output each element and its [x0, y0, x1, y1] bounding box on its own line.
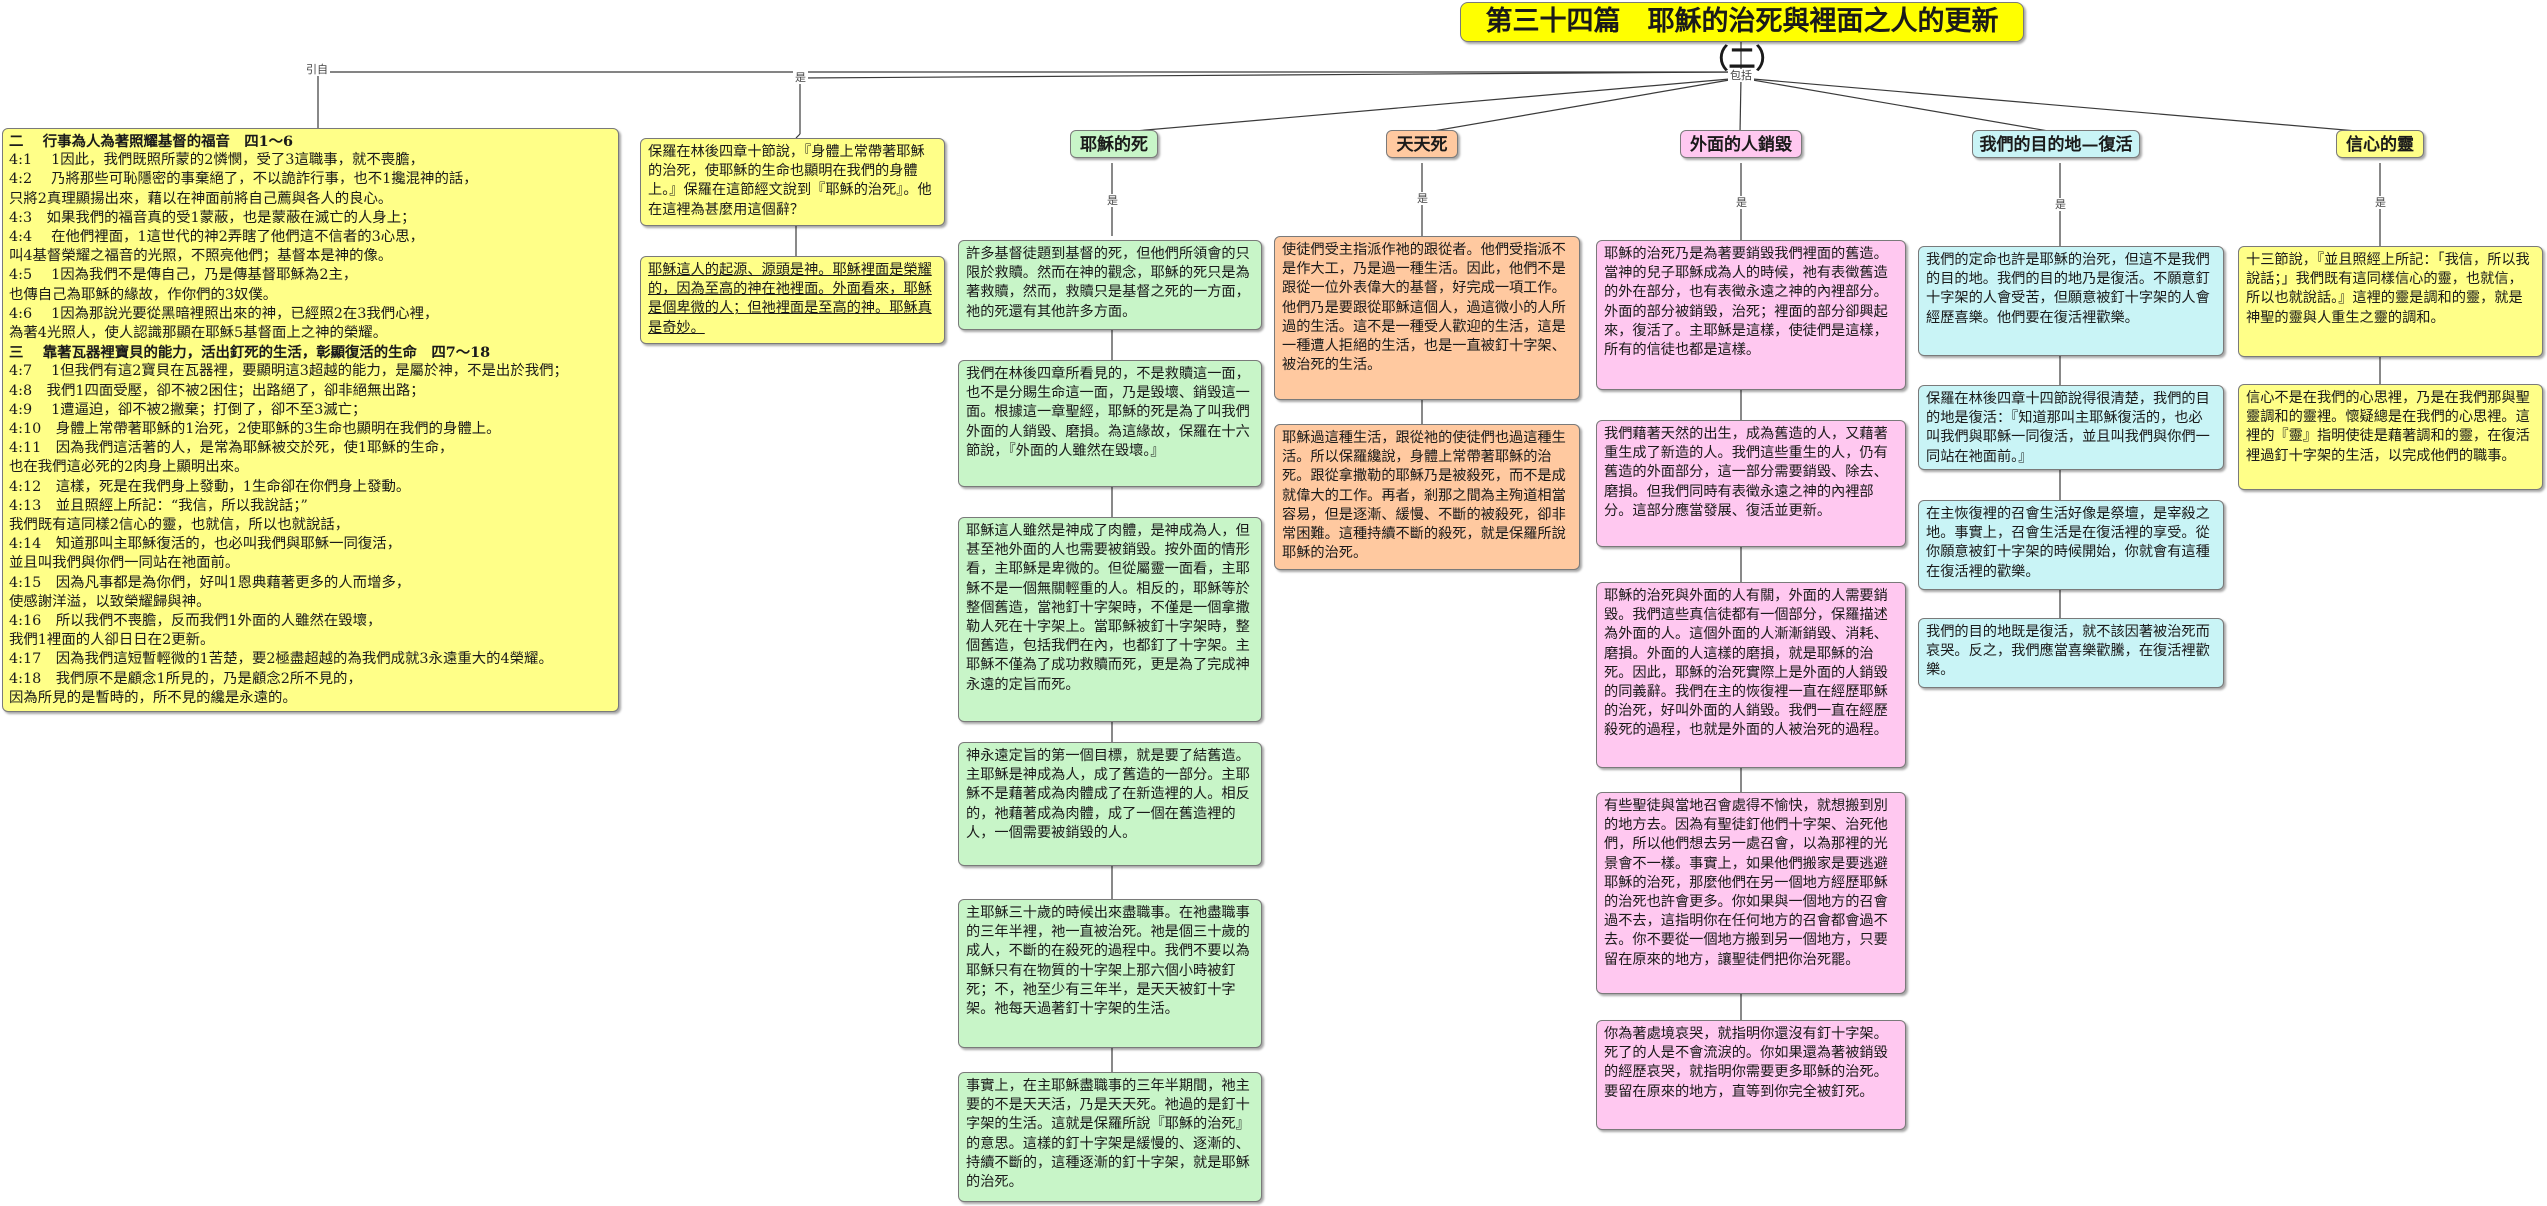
outer-note-4-text: 有些聖徒與當地召會處得不愉快，就想搬到別的地方去。因為有聖徒釘他們十字架、治死他…: [1604, 798, 1888, 968]
death-note-5[interactable]: 主耶穌三十歲的時候出來盡職事。在祂盡職事的三年半裡，祂一直被治死。祂是個三十歲的…: [958, 899, 1262, 1048]
faith-note-2-text: 信心不是在我們的心思裡，乃是在我們那與聖靈調和的靈裡。懷疑總是在我們的心思裡。這…: [2246, 390, 2530, 464]
resurrection-note-4-text: 我們的目的地既是復活，就不該因著被治死而哀哭。反之，我們應當喜樂歡騰，在復活裡歡…: [1926, 624, 2210, 679]
outer-note-5-text: 你為著處境哀哭，就指明你還沒有釘十字架。死了的人是不會流淚的。你如果還為著被銷毀…: [1604, 1026, 1888, 1100]
scripture-line: 4:12 這樣，死是在我們身上發動，1生命卻在你們身上發動。: [9, 478, 411, 495]
scripture-line: 4:8 我們1四面受壓，卻不被2困住；出路絕了，卻非絕無出路；: [9, 382, 425, 399]
scripture-line: 4:10 身體上常帶著耶穌的1治死，2使耶穌的3生命也顯明在我們的身體上。: [9, 421, 501, 438]
death-note-1-text: 許多基督徒題到基督的死，但他們所領會的只限於救贖。然而在神的觀念，耶穌的死只是為…: [966, 246, 1250, 320]
scripture-line: 因為所見的是暫時的，所不見的纔是永遠的。: [9, 689, 297, 706]
faith-note-1[interactable]: 十三節說，『並且照經上所記：「我信，所以我說話；」我們既有這同樣信心的靈，也就信…: [2238, 246, 2543, 357]
scripture-line: 4:3 如果我們的福音真的受1蒙蔽，也是蒙蔽在滅亡的人身上；: [9, 209, 416, 226]
outer-note-3-text: 耶穌的治死與外面的人有關，外面的人需要銷毀。我們這些真信徒都有一個部分，保羅描述…: [1604, 588, 1888, 739]
faith-note-2[interactable]: 信心不是在我們的心思裡，乃是在我們那與聖靈調和的靈裡。懷疑總是在我們的心思裡。這…: [2238, 384, 2543, 490]
scripture-line: 使感謝洋溢，以致榮耀歸與神。: [9, 593, 211, 610]
outer-note-3[interactable]: 耶穌的治死與外面的人有關，外面的人需要銷毀。我們這些真信徒都有一個部分，保羅描述…: [1596, 582, 1906, 768]
resurrection-note-1-text: 我們的定命也許是耶穌的治死，但這不是我們的目的地。我們的目的地乃是復活。不願意釘…: [1926, 252, 2210, 326]
death-note-4[interactable]: 神永遠定旨的第一個目標，就是要了結舊造。主耶穌是神成為人，成了舊造的一部分。主耶…: [958, 742, 1262, 866]
scripture-line: 4:2 乃將那些可恥隱密的事棄絕了，不以詭詐行事，也不1攙混神的話，: [9, 171, 478, 188]
death-note-2[interactable]: 我們在林後四章所看見的，不是救贖這一面，也不是分賜生命這一面，乃是毀壞、銷毀這一…: [958, 360, 1262, 487]
relation-label-is-daily: 是: [1415, 192, 1430, 205]
outer-note-5[interactable]: 你為著處境哀哭，就指明你還沒有釘十字架。死了的人是不會流淚的。你如果還為著被銷毀…: [1596, 1020, 1906, 1130]
outer-note-1-text: 耶穌的治死乃是為著要銷毀我們裡面的舊造。當神的兒子耶穌成為人的時候，祂有表徵舊造…: [1604, 246, 1888, 359]
scripture-line: 4:16 所以我們不喪膽，反而我們1外面的人雖然在毀壞，: [9, 613, 382, 630]
intro-question-node[interactable]: 保羅在林後四章十節說，『身體上常帶著耶穌的治死，使耶穌的生命也顯明在我們的身體上…: [640, 138, 945, 226]
intro-answer-node[interactable]: 耶穌這人的起源、源頭是神。耶穌裡面是榮耀的，因為至高的神在祂裡面。外面看來，耶穌…: [640, 256, 945, 344]
scripture-line: 為著4光照人，使人認識那顯在耶穌5基督面上之神的榮耀。: [9, 325, 388, 342]
outer-note-2-text: 我們藉著天然的出生，成為舊造的人，又藉著重生成了新造的人。我們這些重生的人，仍有…: [1604, 426, 1888, 519]
relation-label-is-outer: 是: [1734, 196, 1749, 209]
outer-note-4[interactable]: 有些聖徒與當地召會處得不愉快，就想搬到別的地方去。因為有聖徒釘他們十字架、治死他…: [1596, 792, 1906, 994]
outer-note-2[interactable]: 我們藉著天然的出生，成為舊造的人，又藉著重生成了新造的人。我們這些重生的人，仍有…: [1596, 420, 1906, 547]
relation-label-quote: 引自: [304, 63, 330, 76]
scripture-node[interactable]: 二 行事為人為著照耀基督的福音 四1～6 4:1 1因此，我們既照所蒙的2憐憫，受…: [2, 128, 619, 712]
scripture-line: 我們既有這同樣2信心的靈，也就信，所以也就說話，: [9, 517, 350, 534]
heading-spirit-of-faith[interactable]: 信心的靈: [2336, 130, 2424, 158]
mindmap-title[interactable]: 第三十四篇 耶穌的治死與裡面之人的更新（二）: [1460, 2, 2024, 75]
scripture-line: 4:9 1遭逼迫，卻不被2撇棄；打倒了，卻不至3滅亡；: [9, 401, 367, 418]
relation-label-is-main: 是: [793, 71, 808, 84]
scripture-line: 4:6 1因為那說光要從黑暗裡照出來的神，已經照2在3我們心裡，: [9, 305, 439, 322]
relation-label-is-faith: 是: [2373, 196, 2388, 209]
scripture-line: 叫4基督榮耀之福音的光照，不照亮他們；基督本是神的像。: [9, 248, 393, 265]
scripture-line: 也在我們這必死的2肉身上顯明出來。: [9, 459, 249, 476]
scripture-line: 4:14 知道那叫主耶穌復活的，也必叫我們與耶穌一同復活，: [9, 536, 402, 553]
daily-note-2-text: 耶穌過這種生活，跟從祂的使徒們也過這種生活。所以保羅纔說，身體上常帶著耶穌的治死…: [1282, 430, 1566, 562]
death-note-6[interactable]: 事實上，在主耶穌盡職事的三年半期間，祂主要的不是天天活，乃是天天死。祂過的是釘十…: [958, 1072, 1262, 1202]
relation-label-is-death: 是: [1105, 194, 1120, 207]
scripture-line: 4:5 1因為我們不是傳自己，乃是傳基督耶穌為2主，: [9, 267, 358, 284]
heading-outer-man-consumed[interactable]: 外面的人銷毀: [1680, 130, 1802, 158]
daily-note-1[interactable]: 使徒們受主指派作祂的跟從者。他們受指派不是作大工，乃是過一種生活。因此，他們不是…: [1274, 236, 1580, 400]
scripture-line: 4:4 在他們裡面，1這世代的神2弄瞎了他們這不信者的3心思，: [9, 229, 424, 246]
resurrection-note-2[interactable]: 保羅在林後四章十四節說得很清楚，我們的目的地是復活：『知道那叫主耶穌復活的，也必…: [1918, 385, 2224, 470]
relation-label-includes: 包括: [1728, 69, 1754, 82]
death-note-1[interactable]: 許多基督徒題到基督的死，但他們所領會的只限於救贖。然而在神的觀念，耶穌的死只是為…: [958, 240, 1262, 330]
scripture-line: 三 靠著瓦器裡寶貝的能力，活出釘死的生活，彰顯復活的生命 四7～18: [9, 344, 491, 362]
relation-label-is-resurrection: 是: [2053, 198, 2068, 211]
resurrection-note-1[interactable]: 我們的定命也許是耶穌的治死，但這不是我們的目的地。我們的目的地乃是復活。不願意釘…: [1918, 246, 2224, 356]
daily-note-2[interactable]: 耶穌過這種生活，跟從祂的使徒們也過這種生活。所以保羅纔說，身體上常帶著耶穌的治死…: [1274, 424, 1580, 570]
resurrection-note-3[interactable]: 在主恢復裡的召會生活好像是祭壇，是宰殺之地。事實上，召會生活是在復活裡的享受。從…: [1918, 500, 2224, 590]
faith-note-1-text: 十三節說，『並且照經上所記：「我信，所以我說話；」我們既有這同樣信心的靈，也就信…: [2246, 252, 2530, 326]
death-note-5-text: 主耶穌三十歲的時候出來盡職事。在祂盡職事的三年半裡，祂一直被治死。祂是個三十歲的…: [966, 905, 1250, 1018]
death-note-2-text: 我們在林後四章所看見的，不是救贖這一面，也不是分賜生命這一面，乃是毀壞、銷毀這一…: [966, 366, 1250, 459]
resurrection-note-4[interactable]: 我們的目的地既是復活，就不該因著被治死而哀哭。反之，我們應當喜樂歡騰，在復活裡歡…: [1918, 618, 2224, 688]
scripture-line: 4:17 因為我們這短暫輕微的1苦楚，要2極盡超越的為我們成就3永遠重大的4榮耀…: [9, 651, 553, 668]
scripture-line: 我們1裡面的人卻日日在2更新。: [9, 632, 215, 649]
resurrection-note-2-text: 保羅在林後四章十四節說得很清楚，我們的目的地是復活：『知道那叫主耶穌復活的，也必…: [1926, 391, 2210, 465]
scripture-line: 只將2真理顯揚出來，藉以在神面前將自己薦與各人的良心。: [9, 190, 393, 207]
scripture-line: 4:11 因為我們這活著的人，是常為耶穌被交於死，使1耶穌的生命，: [9, 440, 454, 457]
scripture-text: 二 行事為人為著照耀基督的福音 四1～6 4:1 1因此，我們既照所蒙的2憐憫，受…: [3, 129, 618, 711]
intro-answer-text: 耶穌這人的起源、源頭是神。耶穌裡面是榮耀的，因為至高的神在祂裡面。外面看來，耶穌…: [648, 262, 932, 336]
death-note-4-text: 神永遠定旨的第一個目標，就是要了結舊造。主耶穌是神成為人，成了舊造的一部分。主耶…: [966, 748, 1250, 841]
scripture-line: 4:7 1但我們有這2寶貝在瓦器裡，要顯明這3超越的能力，是屬於神，不是出於我們…: [9, 363, 568, 380]
scripture-line: 4:1 1因此，我們既照所蒙的2憐憫，受了3這職事，就不喪膽，: [9, 152, 424, 169]
outer-note-1[interactable]: 耶穌的治死乃是為著要銷毀我們裡面的舊造。當神的兒子耶穌成為人的時候，祂有表徵舊造…: [1596, 240, 1906, 390]
scripture-line: 二 行事為人為著照耀基督的福音 四1～6: [9, 133, 294, 150]
heading-death-of-jesus[interactable]: 耶穌的死: [1070, 130, 1158, 158]
daily-note-1-text: 使徒們受主指派作祂的跟從者。他們受指派不是作大工，乃是過一種生活。因此，他們不是…: [1282, 242, 1566, 374]
scripture-line: 4:15 因為凡事都是為你們，好叫1恩典藉著更多的人而增多，: [9, 574, 411, 591]
intro-question-text: 保羅在林後四章十節說，『身體上常帶著耶穌的治死，使耶穌的生命也顯明在我們的身體上…: [648, 144, 932, 218]
resurrection-note-3-text: 在主恢復裡的召會生活好像是祭壇，是宰殺之地。事實上，召會生活是在復活裡的享受。從…: [1926, 506, 2210, 580]
scripture-line: 4:13 並且照經上所記：“我信，所以我說話；”: [9, 497, 308, 514]
death-note-6-text: 事實上，在主耶穌盡職事的三年半期間，祂主要的不是天天活，乃是天天死。祂過的是釘十…: [966, 1078, 1250, 1191]
death-note-3-text: 耶穌這人雖然是神成了肉體，是神成為人，但甚至祂外面的人也需要被銷毀。按外面的情形…: [966, 523, 1250, 693]
heading-daily-death[interactable]: 天天死: [1386, 130, 1458, 158]
death-note-3[interactable]: 耶穌這人雖然是神成了肉體，是神成為人，但甚至祂外面的人也需要被銷毀。按外面的情形…: [958, 517, 1262, 722]
scripture-line: 4:18 我們原不是顧念1所見的，乃是顧念2所不見的，: [9, 670, 362, 687]
scripture-line: 也傳自己為耶穌的緣故，作你們的3奴僕。: [9, 286, 278, 303]
heading-destination-resurrection[interactable]: 我們的目的地—復活: [1972, 130, 2140, 158]
scripture-line: 並且叫我們與你們一同站在祂面前。: [9, 555, 240, 572]
